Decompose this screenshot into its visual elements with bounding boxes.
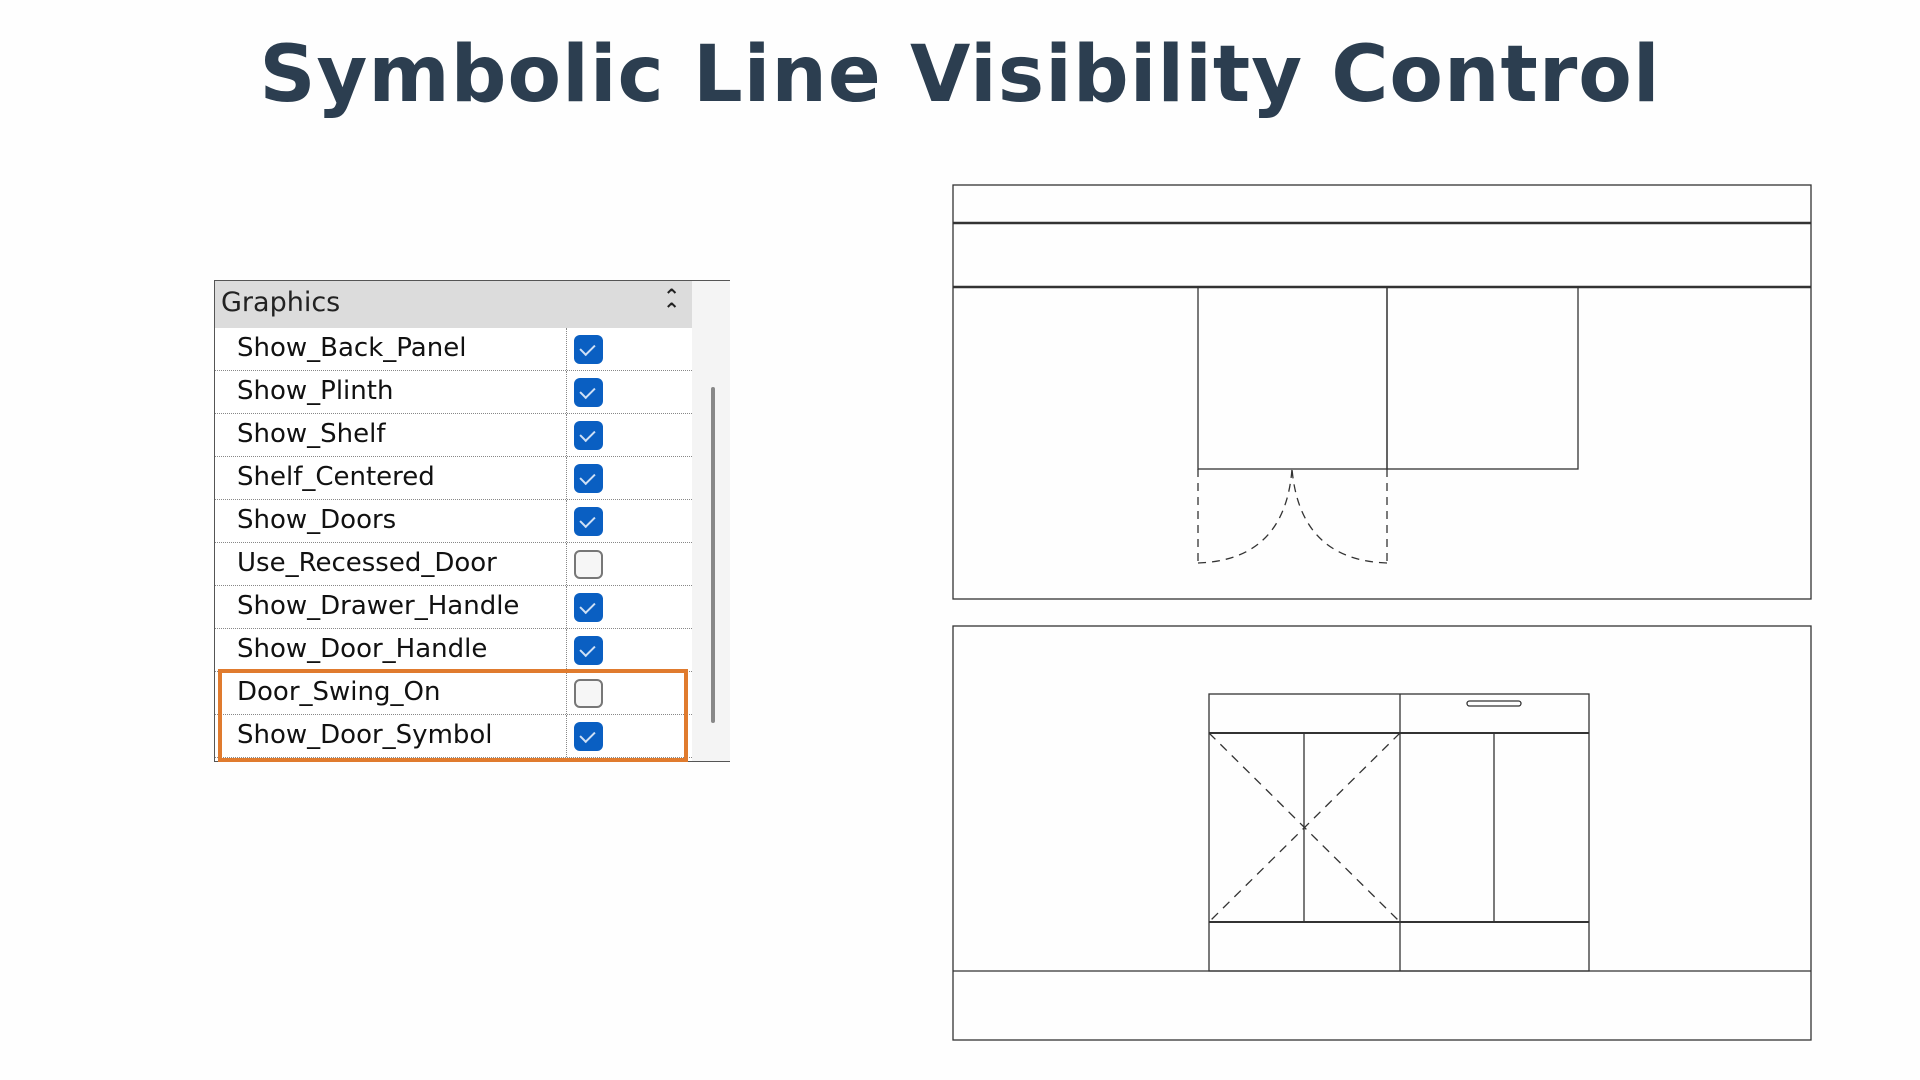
parameter-checkbox[interactable] bbox=[574, 722, 603, 751]
parameter-row: Door_Swing_On bbox=[215, 672, 692, 715]
scrollbar[interactable] bbox=[692, 281, 730, 761]
highlight-box bbox=[218, 669, 688, 762]
parameter-checkbox[interactable] bbox=[574, 378, 603, 407]
parameter-value-cell bbox=[566, 371, 692, 413]
parameter-label: Show_Plinth bbox=[237, 376, 394, 406]
parameter-value-cell bbox=[566, 586, 692, 628]
parameter-checkbox[interactable] bbox=[574, 507, 603, 536]
parameter-value-cell bbox=[566, 500, 692, 542]
parameter-checkbox[interactable] bbox=[574, 550, 603, 579]
elevation-view bbox=[952, 625, 1812, 1041]
door-symbol-x bbox=[1208, 732, 1401, 923]
parameter-row: Show_Shelf bbox=[215, 414, 692, 457]
cabinet-right-plan bbox=[1386, 286, 1579, 470]
parameter-checkbox[interactable] bbox=[574, 335, 603, 364]
parameter-label: Use_Recessed_Door bbox=[237, 548, 497, 578]
plan-view bbox=[952, 184, 1812, 600]
parameter-row: Show_Door_Symbol bbox=[215, 715, 692, 758]
graphics-group-header[interactable]: Graphics ⌃⌃ bbox=[215, 281, 692, 328]
parameter-value-cell bbox=[566, 414, 692, 456]
parameter-label: Show_Drawer_Handle bbox=[237, 591, 520, 621]
parameter-label: Show_Doors bbox=[237, 505, 397, 535]
parameter-checkbox[interactable] bbox=[574, 636, 603, 665]
door-swing-symbol bbox=[1197, 468, 1388, 564]
parameter-checkbox[interactable] bbox=[574, 421, 603, 450]
parameter-row: Show_Plinth bbox=[215, 371, 692, 414]
plan-view-frame bbox=[952, 184, 1812, 600]
parameter-row: Show_Back_Panel bbox=[215, 328, 692, 371]
parameter-checkbox[interactable] bbox=[574, 593, 603, 622]
parameter-value-cell bbox=[566, 672, 692, 714]
group-label: Graphics bbox=[221, 287, 341, 318]
parameter-label: Show_Door_Handle bbox=[237, 634, 488, 664]
parameter-row: Show_Drawer_Handle bbox=[215, 586, 692, 629]
parameter-value-cell bbox=[566, 715, 692, 757]
parameter-label: Show_Door_Symbol bbox=[237, 720, 493, 750]
double-chevron-up-icon[interactable]: ⌃⌃ bbox=[663, 284, 680, 322]
drawer-handle bbox=[1466, 700, 1522, 707]
parameter-checkbox[interactable] bbox=[574, 464, 603, 493]
parameter-checkbox[interactable] bbox=[574, 679, 603, 708]
parameter-label: Show_Back_Panel bbox=[237, 333, 467, 363]
parameter-label: Shelf_Centered bbox=[237, 462, 435, 492]
cabinet-left-plan bbox=[1197, 286, 1388, 470]
scrollbar-thumb[interactable] bbox=[711, 387, 715, 723]
parameter-value-cell bbox=[566, 457, 692, 499]
elevation-view-frame bbox=[952, 625, 1812, 1041]
parameter-label: Door_Swing_On bbox=[237, 677, 441, 707]
parameter-value-cell bbox=[566, 328, 692, 370]
parameter-row: Show_Doors bbox=[215, 500, 692, 543]
page-title: Symbolic Line Visibility Control bbox=[259, 30, 1661, 120]
parameter-label: Show_Shelf bbox=[237, 419, 386, 449]
parameter-row: Use_Recessed_Door bbox=[215, 543, 692, 586]
parameter-value-cell bbox=[566, 629, 692, 671]
parameter-value-cell bbox=[566, 543, 692, 585]
parameter-row: Shelf_Centered bbox=[215, 457, 692, 500]
